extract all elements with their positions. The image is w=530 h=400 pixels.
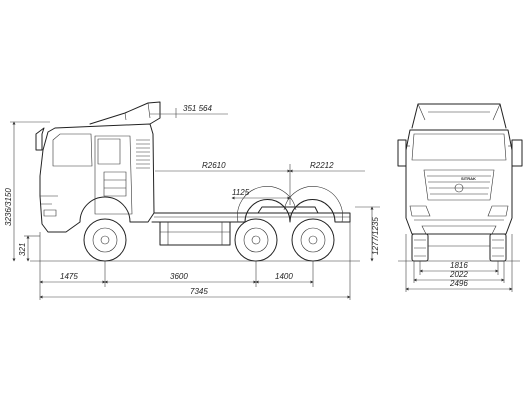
dim-front-track: 1816 bbox=[450, 261, 468, 270]
fuel-tank bbox=[159, 221, 231, 246]
cab-outline bbox=[39, 123, 155, 233]
dim-ground-clearance: 321 bbox=[18, 243, 27, 256]
side-mirror bbox=[35, 127, 45, 151]
brand-badge: SITRAK bbox=[461, 176, 476, 181]
dim-overall-length: 7345 bbox=[190, 287, 208, 296]
front-cab-outline bbox=[405, 129, 513, 235]
dim-radius-front: R2610 bbox=[202, 161, 226, 170]
roof-spoiler bbox=[89, 101, 161, 125]
dim-fifth-wheel-offset: 1125 bbox=[232, 188, 250, 197]
front-right-tire bbox=[489, 233, 507, 262]
front-left-tire bbox=[411, 233, 429, 262]
front-windshield bbox=[411, 133, 507, 161]
chassis-frame bbox=[151, 199, 351, 223]
dim-overall-width: 2496 bbox=[449, 279, 468, 288]
front-roof-spoiler bbox=[411, 103, 507, 129]
dim-roof-spoiler: 351 564 bbox=[183, 104, 212, 113]
rear-wheel-2 bbox=[291, 218, 335, 262]
front-right-mirror bbox=[511, 139, 523, 167]
dim-rear-track: 2022 bbox=[449, 270, 468, 279]
dim-radius-rear: R2212 bbox=[310, 161, 334, 170]
windshield bbox=[52, 133, 93, 167]
rear-wheel-1 bbox=[234, 218, 278, 262]
dim-fifth-wheel-height: 1277/1235 bbox=[371, 217, 380, 255]
right-headlight bbox=[487, 205, 509, 217]
left-headlight bbox=[409, 205, 431, 217]
cab-door bbox=[94, 135, 133, 215]
dim-front-overhang: 1475 bbox=[60, 272, 78, 281]
side-view: 351 564 3236/3150 321 R2610 R2212 1125 1… bbox=[4, 101, 380, 300]
front-left-mirror bbox=[397, 139, 407, 167]
front-grille bbox=[423, 169, 495, 201]
fifth-wheel bbox=[257, 206, 319, 214]
front-wheel bbox=[83, 218, 127, 262]
dim-overall-height: 3236/3150 bbox=[4, 188, 13, 226]
front-view: SITRAK 1816 2022 2496 bbox=[397, 103, 523, 292]
dim-wheelbase: 3600 bbox=[170, 272, 188, 281]
dim-rear-axle-spacing: 1400 bbox=[275, 272, 293, 281]
